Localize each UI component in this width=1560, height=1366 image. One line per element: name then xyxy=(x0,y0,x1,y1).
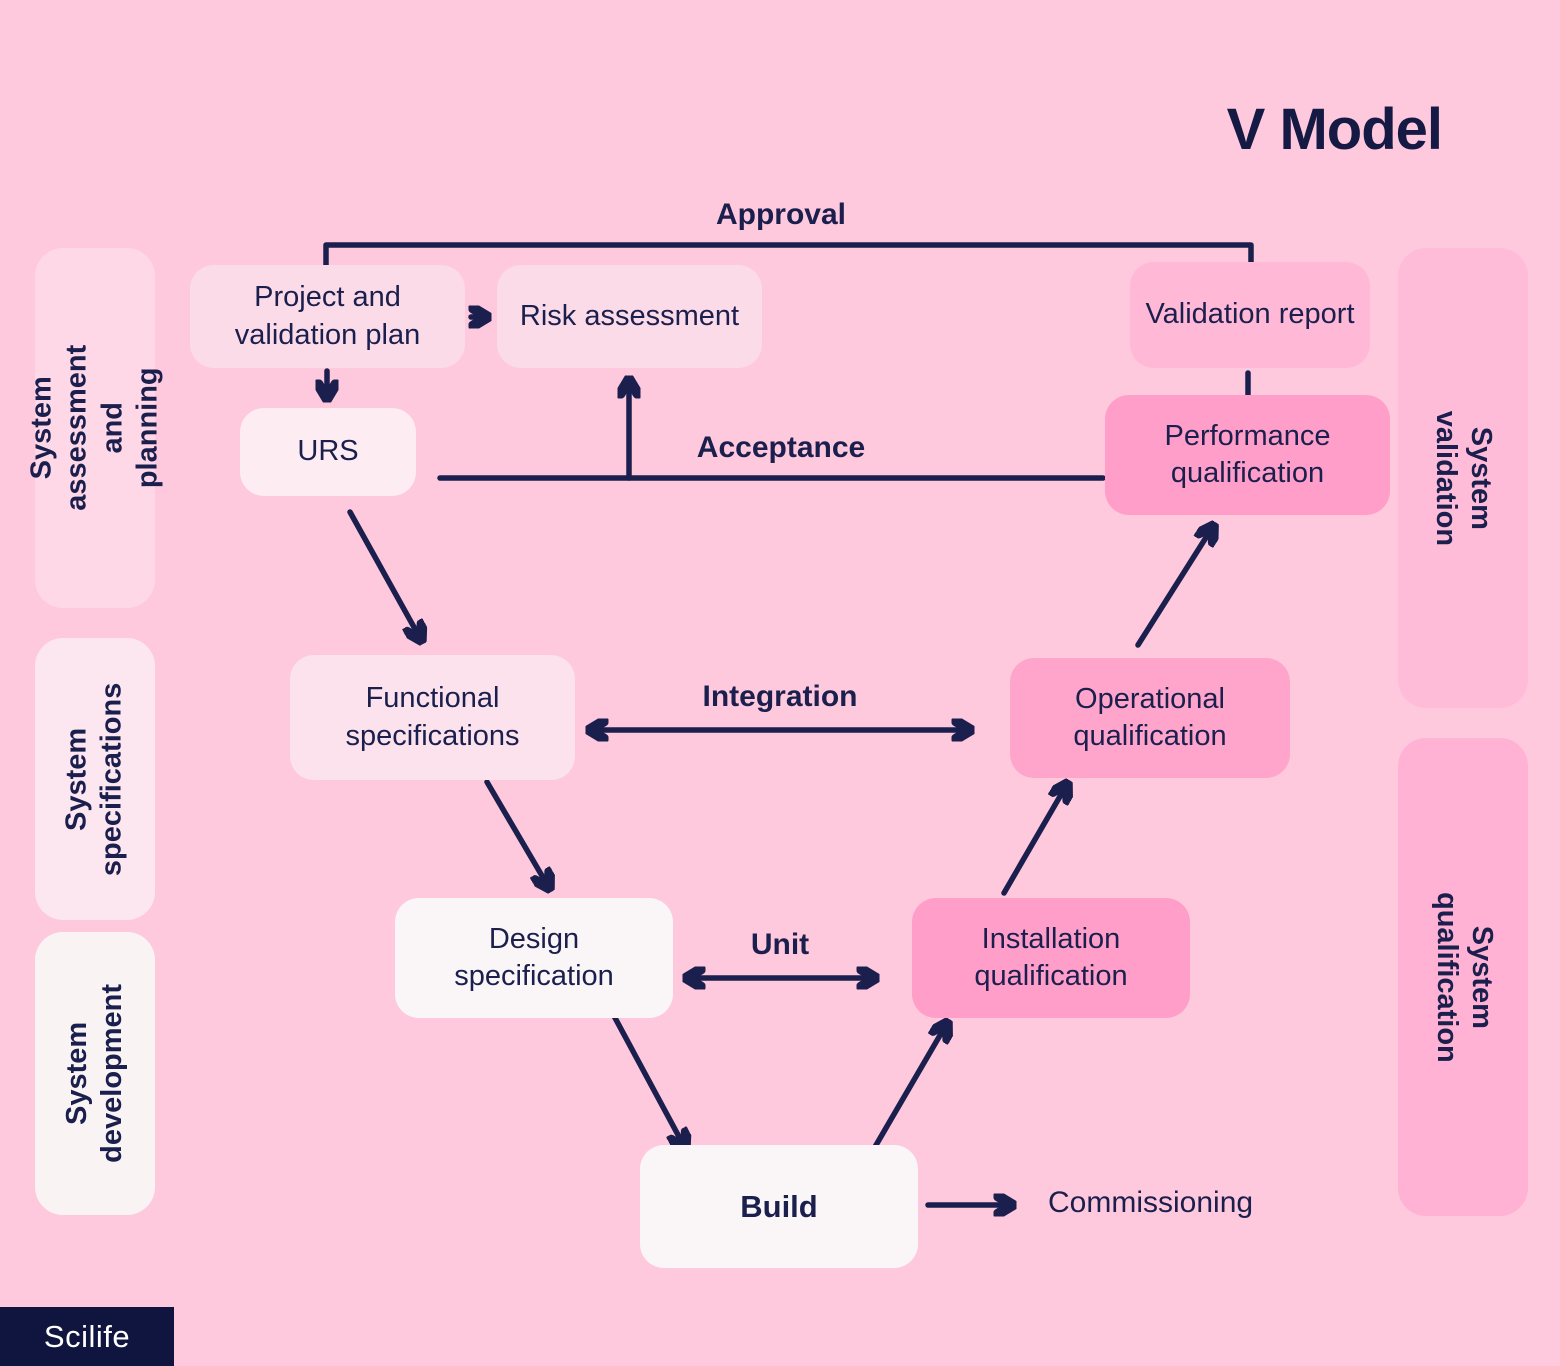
arrow-installation-to-operational xyxy=(1001,786,1066,896)
rail-system-validation: System validation xyxy=(1398,248,1528,708)
label-approval: Approval xyxy=(715,198,847,231)
label-integration: Integration xyxy=(702,680,858,713)
arrow-operational-to-performance xyxy=(1135,528,1212,648)
rail-system-assessment-and-planning: System assessment and planning xyxy=(25,248,163,608)
arrow-design-to-build xyxy=(611,1013,684,1146)
rail-system-development: System development xyxy=(35,932,155,1215)
node-installation-qualification: Installation qualification xyxy=(912,898,1190,1018)
approval-bracket-line xyxy=(323,242,1254,274)
node-urs: URS xyxy=(240,408,416,496)
label-unit: Unit xyxy=(750,928,810,961)
node-design-specification: Design specification xyxy=(395,898,673,1018)
label-acceptance: Acceptance xyxy=(696,431,866,464)
rail-system-qualification: System qualification xyxy=(1398,738,1528,1216)
node-performance-qualification: Performance qualification xyxy=(1105,395,1390,515)
arrow-build-to-installation xyxy=(869,1025,946,1155)
rail-system-specifications: System specifications xyxy=(35,638,155,920)
node-project-and-validation-plan: Project and validation plan xyxy=(190,265,465,368)
scilife-logo: Scilife xyxy=(0,1307,174,1366)
node-operational-qualification: Operational qualification xyxy=(1010,658,1290,778)
node-validation-report: Validation report xyxy=(1130,262,1370,368)
node-functional-specifications: Functional specifications xyxy=(290,655,575,780)
node-risk-assessment: Risk assessment xyxy=(497,265,762,368)
arrow-functional-to-design xyxy=(484,779,548,886)
arrow-urs-to-functional xyxy=(347,509,420,638)
node-build: Build xyxy=(640,1145,918,1268)
page-title: V Model xyxy=(1226,97,1443,162)
label-commissioning: Commissioning xyxy=(1048,1186,1254,1219)
scilife-logo-text: Scilife xyxy=(43,1318,131,1354)
